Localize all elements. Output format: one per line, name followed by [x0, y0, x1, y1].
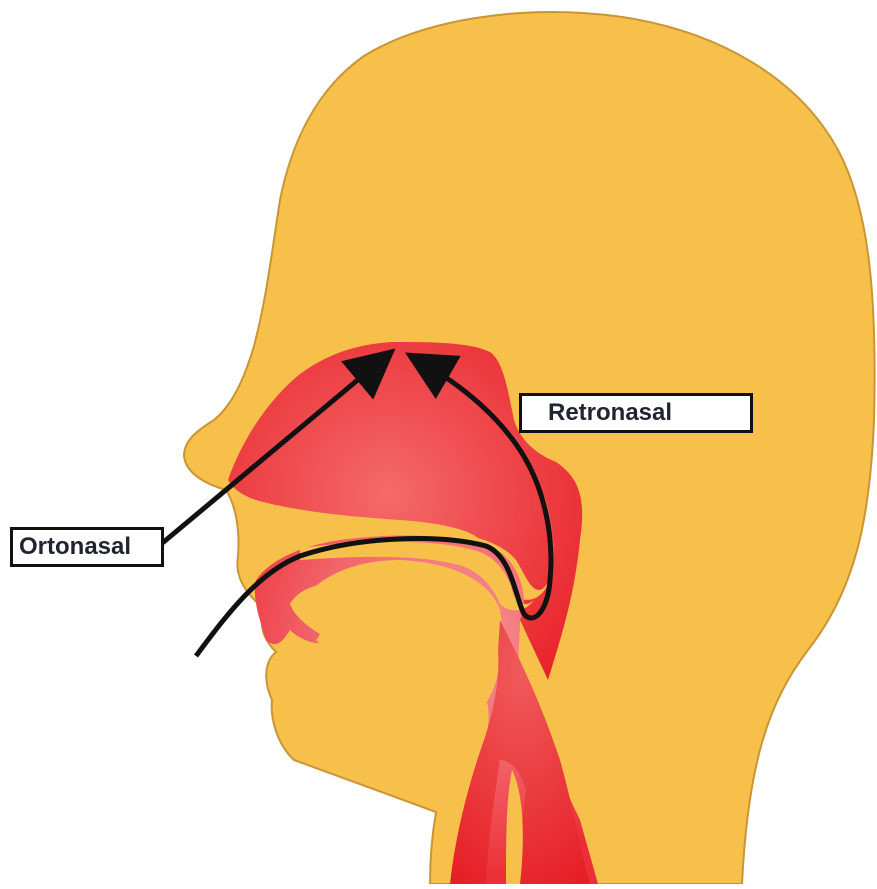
ortonasal-label: Ortonasal: [10, 527, 164, 567]
ortonasal-label-text: Ortonasal: [19, 533, 131, 561]
retronasal-label: Retronasal: [519, 393, 753, 433]
retronasal-label-text: Retronasal: [548, 399, 672, 427]
